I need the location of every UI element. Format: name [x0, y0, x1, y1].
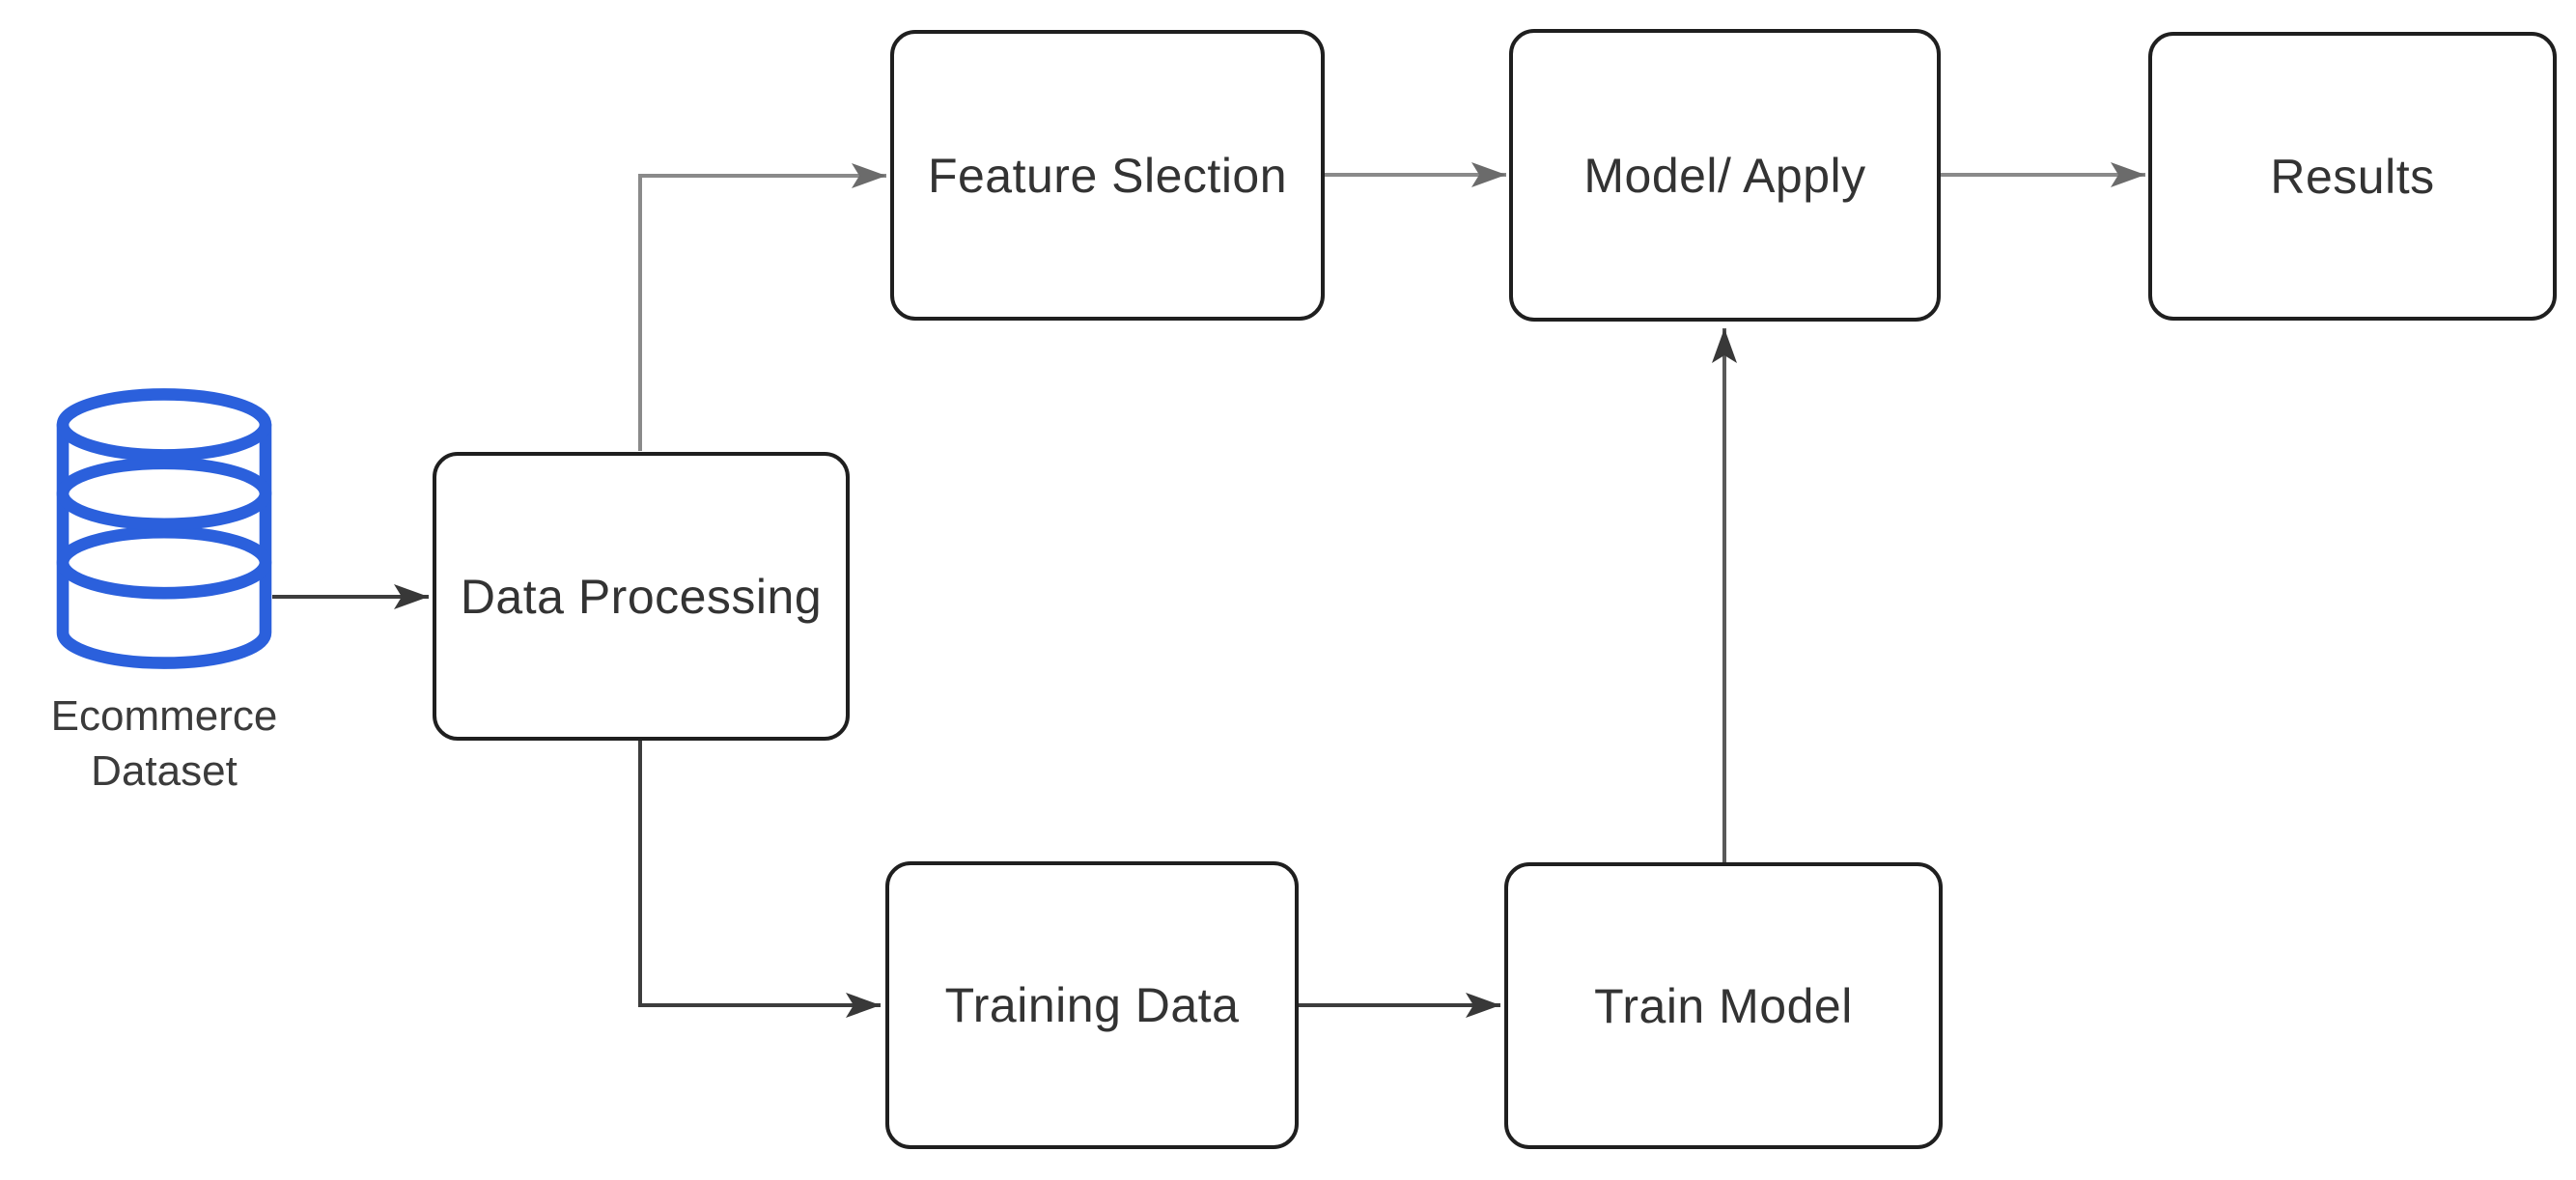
database-caption: Ecommerce Dataset [50, 692, 278, 796]
node-training-data: Training Data [885, 861, 1299, 1149]
node-label: Model/ Apply [1583, 148, 1866, 203]
node-train-model: Train Model [1504, 862, 1943, 1149]
database-icon [56, 388, 272, 669]
node-feature-selection: Feature Slection [890, 30, 1325, 321]
node-label: Feature Slection [927, 148, 1288, 203]
node-label: Data Processing [460, 569, 823, 624]
node-data-processing: Data Processing [433, 452, 850, 741]
edge-data-processing-to-feature-selection [638, 163, 886, 451]
node-results: Results [2148, 32, 2557, 321]
node-label: Training Data [944, 978, 1240, 1032]
node-label: Train Model [1594, 978, 1853, 1033]
node-model-apply: Model/ Apply [1509, 29, 1941, 322]
node-label: Results [2270, 149, 2435, 204]
edge-data-processing-to-training-data [638, 741, 881, 1018]
node-ecommerce-dataset: Ecommerce Dataset [43, 386, 285, 811]
